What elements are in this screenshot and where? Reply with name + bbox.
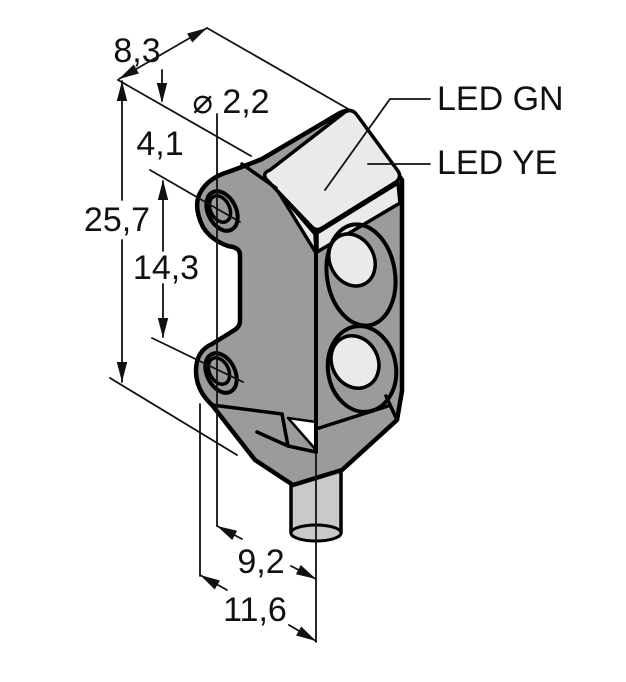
nose-bevel-left-upper-edge	[210, 403, 284, 416]
arrowhead-front-to-cable-left	[217, 526, 238, 540]
dim-front-to-cable-label: 9,2	[237, 543, 284, 581]
arrowhead-overall-width-left	[200, 575, 220, 590]
arrowhead-hole-spacing-bottom	[157, 318, 169, 338]
ext-line-bottom-reference	[109, 377, 238, 456]
nose-flap-edge	[280, 412, 318, 454]
left-face-top-edge	[240, 162, 278, 190]
arrowhead-depth-right	[187, 28, 207, 43]
mounting-hole-bottom	[206, 356, 232, 386]
arrowhead-overall-width-right	[296, 626, 316, 641]
arrowhead-height-bottom	[116, 362, 128, 382]
dim-overall-height-label: 25,7	[84, 201, 150, 239]
ext-line-upper-hole-axis	[149, 169, 241, 223]
ext-line-back-top-corner	[206, 27, 351, 111]
mounting-hole-top-counterbore	[204, 189, 240, 233]
dim-overall-width-label: 11,6	[223, 591, 287, 629]
dim-hole-diameter-label: ⌀ 2,2	[192, 83, 269, 121]
dim-depth-label: 8,3	[113, 32, 160, 70]
nose-bevel-left-lower-edge	[255, 430, 290, 448]
dim-hole-spacing-label: 14,3	[133, 249, 199, 287]
lens-upper	[327, 232, 377, 288]
led-yellow-label: LED YE	[437, 144, 557, 182]
mounting-hole-bottom-counterbore	[203, 351, 239, 395]
led-green-label: LED GN	[437, 80, 564, 118]
lens-lower-bezel	[325, 324, 399, 414]
arrowhead-height-top	[116, 81, 128, 101]
mounting-hole-top	[207, 194, 233, 224]
lens-lower	[329, 334, 381, 390]
dim-top-to-hole-label: 4,1	[136, 125, 183, 163]
led-window-top	[262, 108, 402, 232]
ext-line-lower-hole-axis	[151, 337, 244, 383]
arrowhead-top-to-hole	[156, 83, 168, 103]
arrowhead-front-to-cable-right	[295, 565, 316, 579]
lens-upper-bezel	[324, 222, 398, 328]
arrowhead-hole-spacing-top	[157, 180, 169, 200]
ext-line-top-reference	[117, 79, 252, 157]
led-green-leader-line	[324, 98, 431, 191]
arrowhead-depth-left	[119, 64, 139, 79]
